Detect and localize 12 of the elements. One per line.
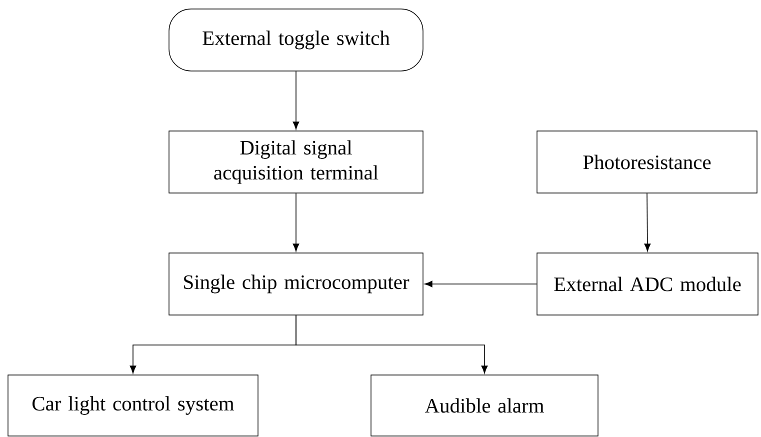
arrow <box>424 280 538 288</box>
process-box: Single chip microcomputer <box>168 252 424 316</box>
process-box: Audible alarm <box>370 374 598 436</box>
terminal-box: External toggle switch <box>168 8 424 72</box>
process-box: Car light control system <box>8 374 258 436</box>
process-box: Photoresistance <box>536 130 758 194</box>
arrow <box>292 192 300 252</box>
arrow <box>644 192 651 252</box>
arrow <box>292 70 300 130</box>
process-box: Digital signal acquisition terminal <box>168 130 424 194</box>
arrow <box>296 314 488 374</box>
process-box: External ADC module <box>536 252 758 316</box>
